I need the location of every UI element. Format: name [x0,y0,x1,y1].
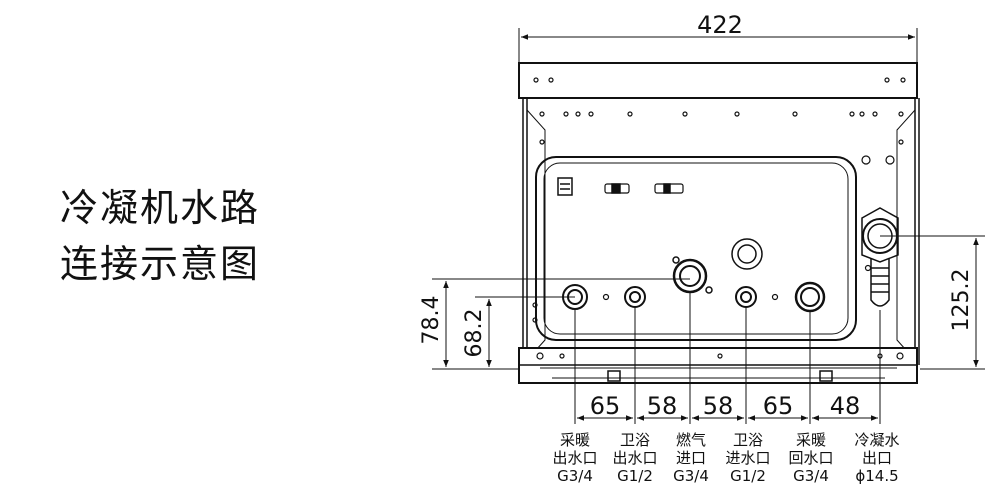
title-line-1: 冷凝机水路 [60,186,261,230]
connector-label-6-line3: ϕ14.5 [855,467,898,485]
connector-label-1-line2: 出水口 [552,449,597,467]
dim-overall-width: 422 [697,11,743,39]
dimension-lines [432,28,985,424]
connector-label-2-line2: 出水口 [612,449,657,467]
diagram-title: 冷凝机水路 连接示意图 [60,180,260,292]
connector-label-3-line2: 进口 [676,449,706,467]
connector-label-5-line3: G3/4 [793,467,829,485]
dim-spacing-5: 48 [830,392,861,420]
title-line-2: 连接示意图 [60,242,261,286]
connector-label-2-line1: 卫浴 [620,431,650,449]
dim-spacing-4: 65 [763,392,794,420]
connector-label-3-line3: G3/4 [673,467,709,485]
connector-label-6-line1: 冷凝水 [854,431,899,449]
connector-label-5-line1: 采暖 [796,431,826,449]
connector-label-5-line2: 回水口 [788,449,833,467]
connector-label-4-line3: G1/2 [730,467,766,485]
dim-spacing-3: 58 [703,392,734,420]
connector-label-1-line3: G3/4 [557,467,593,485]
connector-label-1-line1: 采暖 [560,431,590,449]
dim-height-left-outer: 78.4 [419,296,444,345]
connector-label-3-line1: 燃气 [676,431,706,449]
dim-spacing-2: 58 [647,392,678,420]
dim-height-left-inner: 68.2 [462,309,487,358]
mounting-holes [532,77,906,360]
connector-label-6-line2: 出口 [862,449,892,467]
connector-labels: 采暖 出水口 G3/4 卫浴 出水口 G1/2 燃气 进口 G3/4 卫浴 进水… [552,431,899,485]
connector-label-4-line2: 进水口 [725,449,770,467]
connection-ports [562,256,826,313]
connector-label-2-line3: G1/2 [617,467,653,485]
boiler-body [518,62,920,384]
connector-label-4-line1: 卫浴 [733,431,763,449]
dim-spacing-1: 65 [590,392,621,420]
dim-height-right: 125.2 [949,269,974,332]
